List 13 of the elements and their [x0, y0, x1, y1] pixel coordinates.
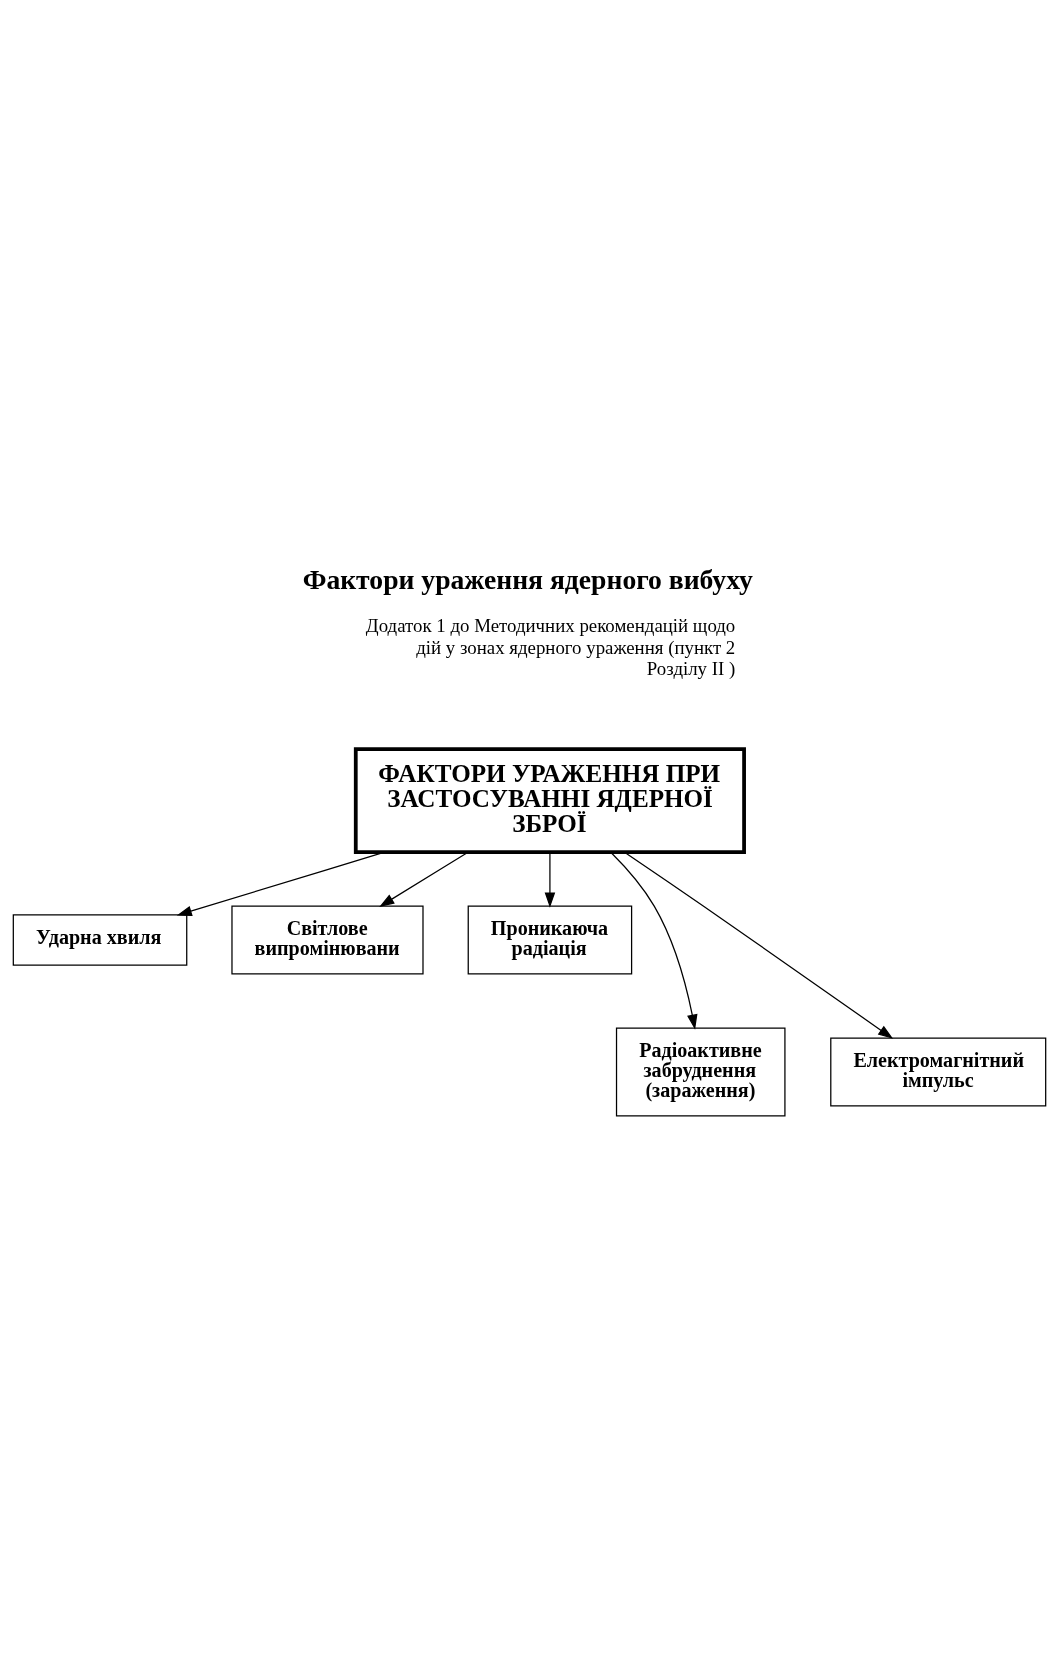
arrow [176, 851, 386, 916]
arrow [623, 851, 894, 1039]
node-box: Радіоактивне забруднення (зараження) [615, 1026, 786, 1117]
node-box: Ударна хвиля [12, 913, 188, 966]
node-box: Проникаюча радіація [467, 904, 633, 975]
arrow [379, 851, 469, 907]
label: Додаток 1 до Методичних рекомендацій щодо дій у зонах ядерного ураження (пункт 2 Розділу II ) [365, 614, 736, 679]
node-box: Світлове випромінювани [231, 904, 424, 975]
arrow [544, 851, 556, 908]
node-box: Електромагнітний імпульс [830, 1036, 1047, 1107]
diagram-title: Фактори ураження ядерного вибуху [302, 563, 753, 595]
arrow [610, 851, 698, 1030]
node-box: ФАКТОРИ УРАЖЕННЯ ПРИ ЗАСТОСУВАННІ ЯДЕРНОЇ ЗБРОЇ [353, 746, 746, 854]
